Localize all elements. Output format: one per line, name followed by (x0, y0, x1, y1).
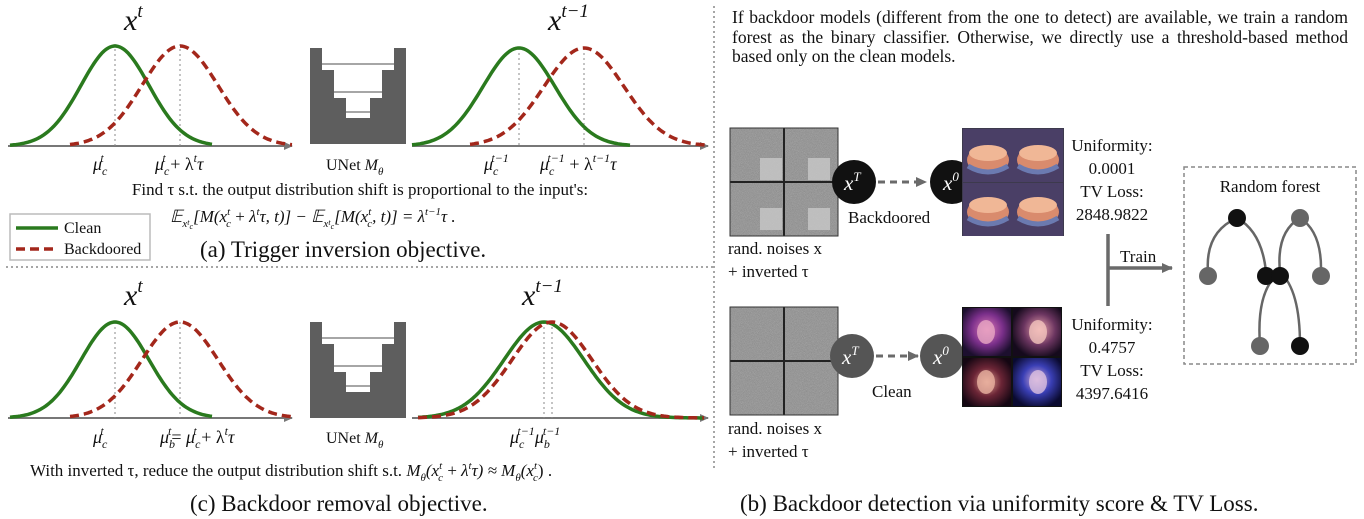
unet-label: UNet Mθ (326, 157, 384, 178)
uniformity-label: Uniformity: (1071, 136, 1152, 155)
dist-label-xt: xt (123, 1, 143, 37)
noise-label: + inverted τ (728, 262, 809, 281)
tick-label: μct (92, 424, 108, 451)
tree-node (1251, 337, 1269, 355)
backdoored-distribution-curve (418, 320, 704, 420)
noise-label: rand. noises x (728, 239, 822, 258)
tv-loss-label: TV Loss: (1080, 361, 1143, 380)
node-label: xT (843, 169, 861, 195)
clean-sample (1013, 358, 1061, 406)
unet-icon (310, 322, 406, 418)
uniformity-label: Uniformity: (1071, 315, 1152, 334)
backdoored-sample (963, 183, 1013, 236)
tree-node (1291, 337, 1309, 355)
tv-loss-value: 2848.9822 (1076, 205, 1148, 224)
tick-label: μct−1 + λt−1τ (539, 151, 617, 178)
tree-node (1228, 209, 1246, 227)
clean-distribution-curve (411, 46, 631, 147)
node-label: x0 (932, 343, 949, 369)
tick-label: μct−1 (483, 151, 509, 178)
tree-node (1271, 267, 1289, 285)
backdoored-distribution-curve (469, 46, 709, 147)
unet-label: UNet Mθ (326, 430, 384, 451)
dist-label-xt-1: xt−1 (521, 276, 563, 312)
node-xT (830, 334, 874, 378)
panel-a: xt xt−1 μct μct + λtτ μct−1 μct−1 + λt−1… (8, 1, 709, 262)
tree-node (1291, 209, 1309, 227)
caption-c: (c) Backdoor removal objective. (190, 491, 488, 516)
tree-node (1312, 267, 1330, 285)
clean-sample (963, 308, 1011, 356)
tag-clean: Clean (872, 382, 912, 401)
dist-label-xt-1: xt−1 (547, 1, 589, 37)
clean-sample (963, 358, 1011, 406)
unet-icon (310, 48, 406, 144)
noise-grid-backdoored (729, 127, 839, 237)
noise-label: rand. noises x (728, 419, 822, 438)
panel-b: rand. noises x + inverted τ xT x0 Backdo… (728, 127, 1357, 516)
uniformity-value: 0.0001 (1089, 159, 1136, 178)
tv-loss-value: 4397.6416 (1076, 384, 1148, 403)
train-label: Train (1120, 247, 1157, 266)
objective-text: With inverted τ, reduce the output distr… (30, 460, 552, 484)
node-label: x0 (942, 169, 959, 195)
panel-c: xt xt−1 μct μbt= μct + λtτ μct−1μbt−1 UN… (8, 276, 709, 516)
clean-distribution-curve (9, 44, 213, 147)
clean-distribution-curve (9, 320, 213, 419)
tick-label: μct−1μbt−1 (509, 424, 560, 451)
backdoored-sample (1013, 129, 1063, 182)
backdoored-sample (1013, 183, 1063, 236)
dist-label-xt: xt (123, 276, 143, 312)
legend-backdoored-label: Backdoored (64, 241, 141, 258)
caption-a: (a) Trigger inversion objective. (200, 237, 486, 262)
node-xT (832, 160, 876, 204)
legend-clean-label: Clean (64, 220, 101, 237)
panel-b-description: If backdoor models (different from the o… (732, 7, 1348, 66)
tick-label: μbt= μct + λtτ (159, 424, 235, 451)
noise-grid-clean (729, 306, 839, 416)
tree-node (1257, 267, 1275, 285)
clean-output-grid (962, 307, 1062, 407)
caption-b: (b) Backdoor detection via uniformity sc… (740, 491, 1258, 516)
tick-label: μct (92, 151, 108, 178)
node-x0 (920, 334, 964, 378)
clean-sample (1013, 308, 1061, 356)
tv-loss-label: TV Loss: (1080, 182, 1143, 201)
node-label: xT (841, 343, 859, 369)
noise-label: + inverted τ (728, 442, 809, 461)
tick-label: μct + λtτ (154, 151, 204, 178)
clean-distribution-curve (417, 320, 704, 420)
tag-backdoored: Backdoored (848, 208, 931, 227)
forest-title: Random forest (1220, 177, 1321, 196)
backdoored-output-grid (962, 128, 1064, 236)
backdoored-sample (963, 129, 1013, 182)
tree-node (1199, 267, 1217, 285)
legend: Clean Backdoored (9, 213, 151, 261)
uniformity-value: 0.4757 (1089, 338, 1136, 357)
objective-text: Find τ s.t. the output distribution shif… (132, 180, 588, 199)
random-forest: Random forest (1183, 166, 1357, 365)
backdoored-distribution-curve (69, 44, 293, 147)
